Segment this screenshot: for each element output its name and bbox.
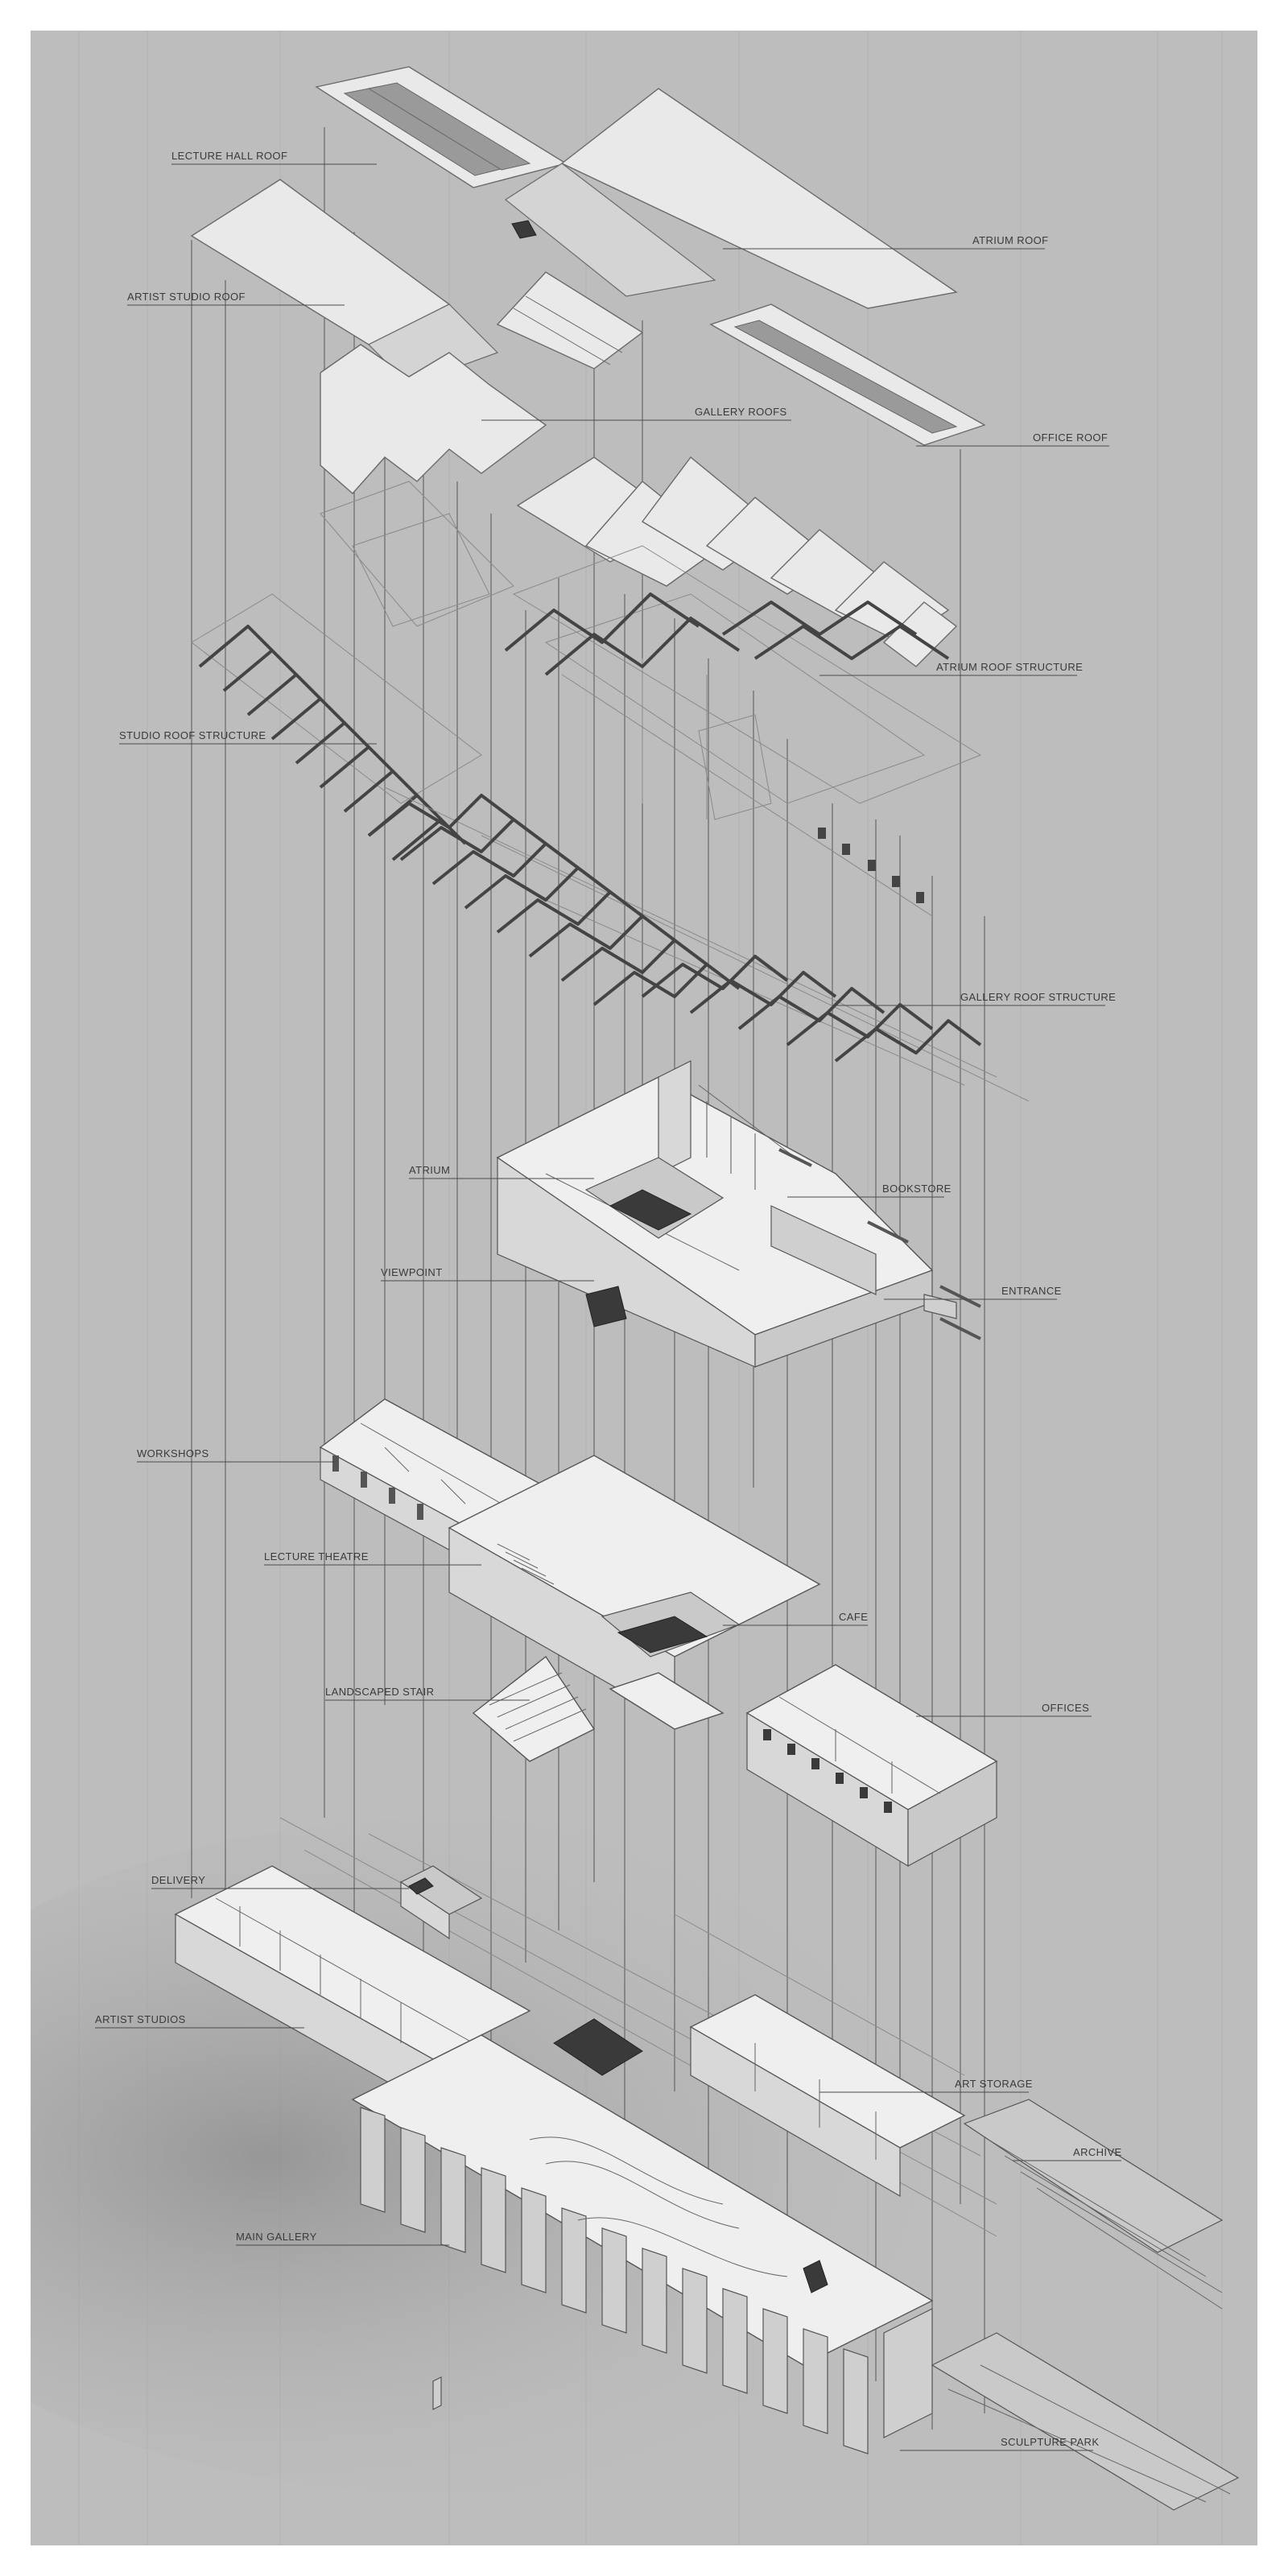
label-atrium-roof: ATRIUM ROOF [723, 234, 1048, 250]
offices-block [745, 1664, 998, 1868]
svg-text:ATRIUM: ATRIUM [409, 1164, 450, 1176]
svg-text:LECTURE THEATRE: LECTURE THEATRE [264, 1550, 369, 1563]
svg-text:ARCHIVE: ARCHIVE [1073, 2146, 1122, 2158]
svg-text:STUDIO ROOF STRUCTURE: STUDIO ROOF STRUCTURE [119, 729, 266, 741]
label-art-storage: ART STORAGE [819, 2078, 1033, 2093]
svg-text:CAFE: CAFE [839, 1611, 868, 1623]
svg-text:BOOKSTORE: BOOKSTORE [882, 1183, 952, 1195]
svg-text:GALLERY ROOF STRUCTURE: GALLERY ROOF STRUCTURE [960, 991, 1116, 1003]
svg-text:ATRIUM ROOF: ATRIUM ROOF [972, 234, 1048, 246]
main-gallery-block [351, 2034, 934, 2454]
svg-text:ATRIUM ROOF STRUCTURE: ATRIUM ROOF STRUCTURE [936, 661, 1083, 673]
label-viewpoint: VIEWPOINT [381, 1266, 594, 1282]
svg-text:SCULPTURE PARK: SCULPTURE PARK [1001, 2436, 1099, 2448]
label-artist-studios: ARTIST STUDIOS [95, 2013, 304, 2029]
label-delivery: DELIVERY [151, 1874, 409, 1889]
atrium-level [496, 1060, 981, 1368]
label-lecture-theatre: LECTURE THEATRE [264, 1550, 481, 1566]
label-artist-studio-roof: ARTIST STUDIO ROOF [127, 291, 345, 306]
artist-studio-roof [190, 179, 499, 386]
label-gallery-roofs: GALLERY ROOFS [481, 406, 791, 421]
label-studio-roof-structure: STUDIO ROOF STRUCTURE [119, 729, 377, 745]
archive-block [963, 2099, 1224, 2310]
svg-text:MAIN GALLERY: MAIN GALLERY [236, 2231, 317, 2243]
office-roof [709, 303, 986, 446]
label-office-roof: OFFICE ROOF [916, 431, 1109, 447]
gallery-roofs [320, 344, 958, 667]
label-bookstore: BOOKSTORE [787, 1183, 952, 1198]
lecture-hall-roof [315, 66, 568, 188]
svg-text:LECTURE HALL ROOF: LECTURE HALL ROOF [171, 150, 287, 162]
svg-text:ART STORAGE: ART STORAGE [955, 2078, 1033, 2090]
svg-text:OFFICES: OFFICES [1042, 1702, 1089, 1714]
delivery-truck [399, 1865, 483, 1940]
label-entrance: ENTRANCE [884, 1285, 1062, 1300]
gallery-roof-structure [367, 786, 1030, 1102]
label-atrium-roof-structure: ATRIUM ROOF STRUCTURE [819, 661, 1083, 676]
label-landscaped-stair: LANDSCAPED STAIR [325, 1686, 530, 1701]
atrium-roof [504, 88, 958, 309]
cafe-block [601, 1591, 741, 1730]
label-lecture-hall-roof: LECTURE HALL ROOF [171, 150, 377, 165]
label-gallery-roof-structure: GALLERY ROOF STRUCTURE [836, 991, 1116, 1006]
svg-text:ARTIST STUDIO ROOF: ARTIST STUDIO ROOF [127, 291, 246, 303]
art-storage-block [553, 1994, 966, 2198]
svg-text:GALLERY ROOFS: GALLERY ROOFS [695, 406, 787, 418]
landscaped-stair [472, 1655, 596, 1762]
svg-text:ARTIST STUDIOS: ARTIST STUDIOS [95, 2013, 186, 2025]
exploded-axonometric-drawing: LECTURE HALL ROOF ATRIUM ROOF ARTIST STU… [31, 31, 1240, 2545]
lecture-theatre-block [448, 1455, 821, 1723]
svg-text:DELIVERY: DELIVERY [151, 1874, 205, 1886]
stair-roof-piece [496, 271, 644, 369]
svg-text:LANDSCAPED STAIR: LANDSCAPED STAIR [325, 1686, 434, 1698]
atrium-roof-structure [320, 481, 982, 917]
artist-studios-block [174, 1865, 531, 2109]
label-archive: ARCHIVE [1013, 2146, 1122, 2161]
label-main-gallery: MAIN GALLERY [236, 2231, 449, 2246]
svg-text:WORKSHOPS: WORKSHOPS [137, 1447, 209, 1459]
svg-text:ENTRANCE: ENTRANCE [1001, 1285, 1062, 1297]
label-offices: OFFICES [916, 1702, 1092, 1717]
label-atrium: ATRIUM [409, 1164, 594, 1179]
sculpture-park-ramp [931, 2332, 1240, 2511]
label-sculpture-park: SCULPTURE PARK [900, 2436, 1099, 2451]
svg-text:OFFICE ROOF: OFFICE ROOF [1033, 431, 1108, 444]
label-workshops: WORKSHOPS [137, 1447, 336, 1463]
label-cafe: CAFE [723, 1611, 868, 1626]
drawing-sheet: LECTURE HALL ROOF ATRIUM ROOF ARTIST STU… [31, 31, 1257, 2545]
svg-text:VIEWPOINT: VIEWPOINT [381, 1266, 443, 1278]
